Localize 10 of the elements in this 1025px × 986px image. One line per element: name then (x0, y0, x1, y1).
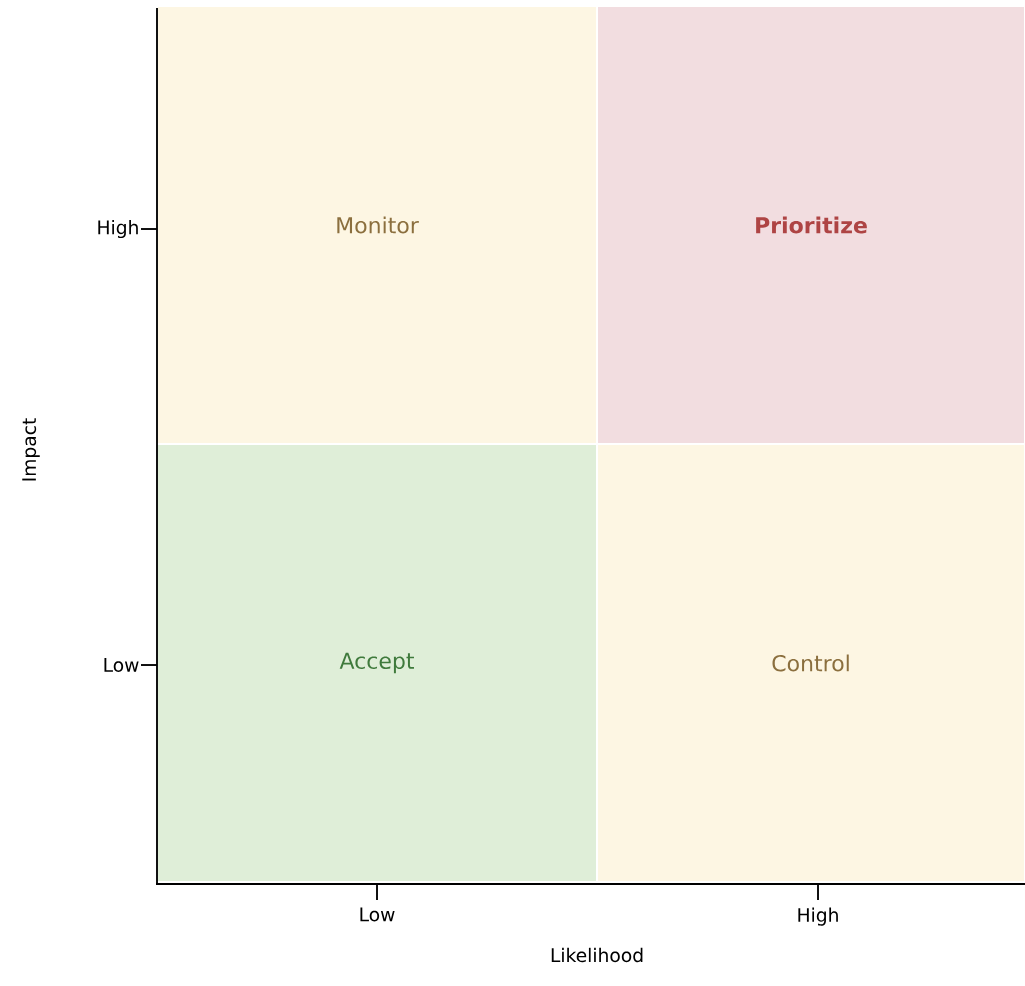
tick-label: High (798, 907, 838, 926)
quadrant-box: Accept (156, 443, 598, 883)
tick-label: Low (104, 658, 139, 672)
quadrant-box: Prioritize (596, 5, 1025, 445)
quadrant-box: Monitor (156, 5, 598, 445)
quadrant-box: Control (596, 443, 1025, 883)
tick-label: High (98, 220, 138, 239)
axis-title: Likelihood (551, 947, 643, 963)
axis-title: Impact (22, 418, 40, 481)
tick-label: Low (360, 907, 395, 922)
